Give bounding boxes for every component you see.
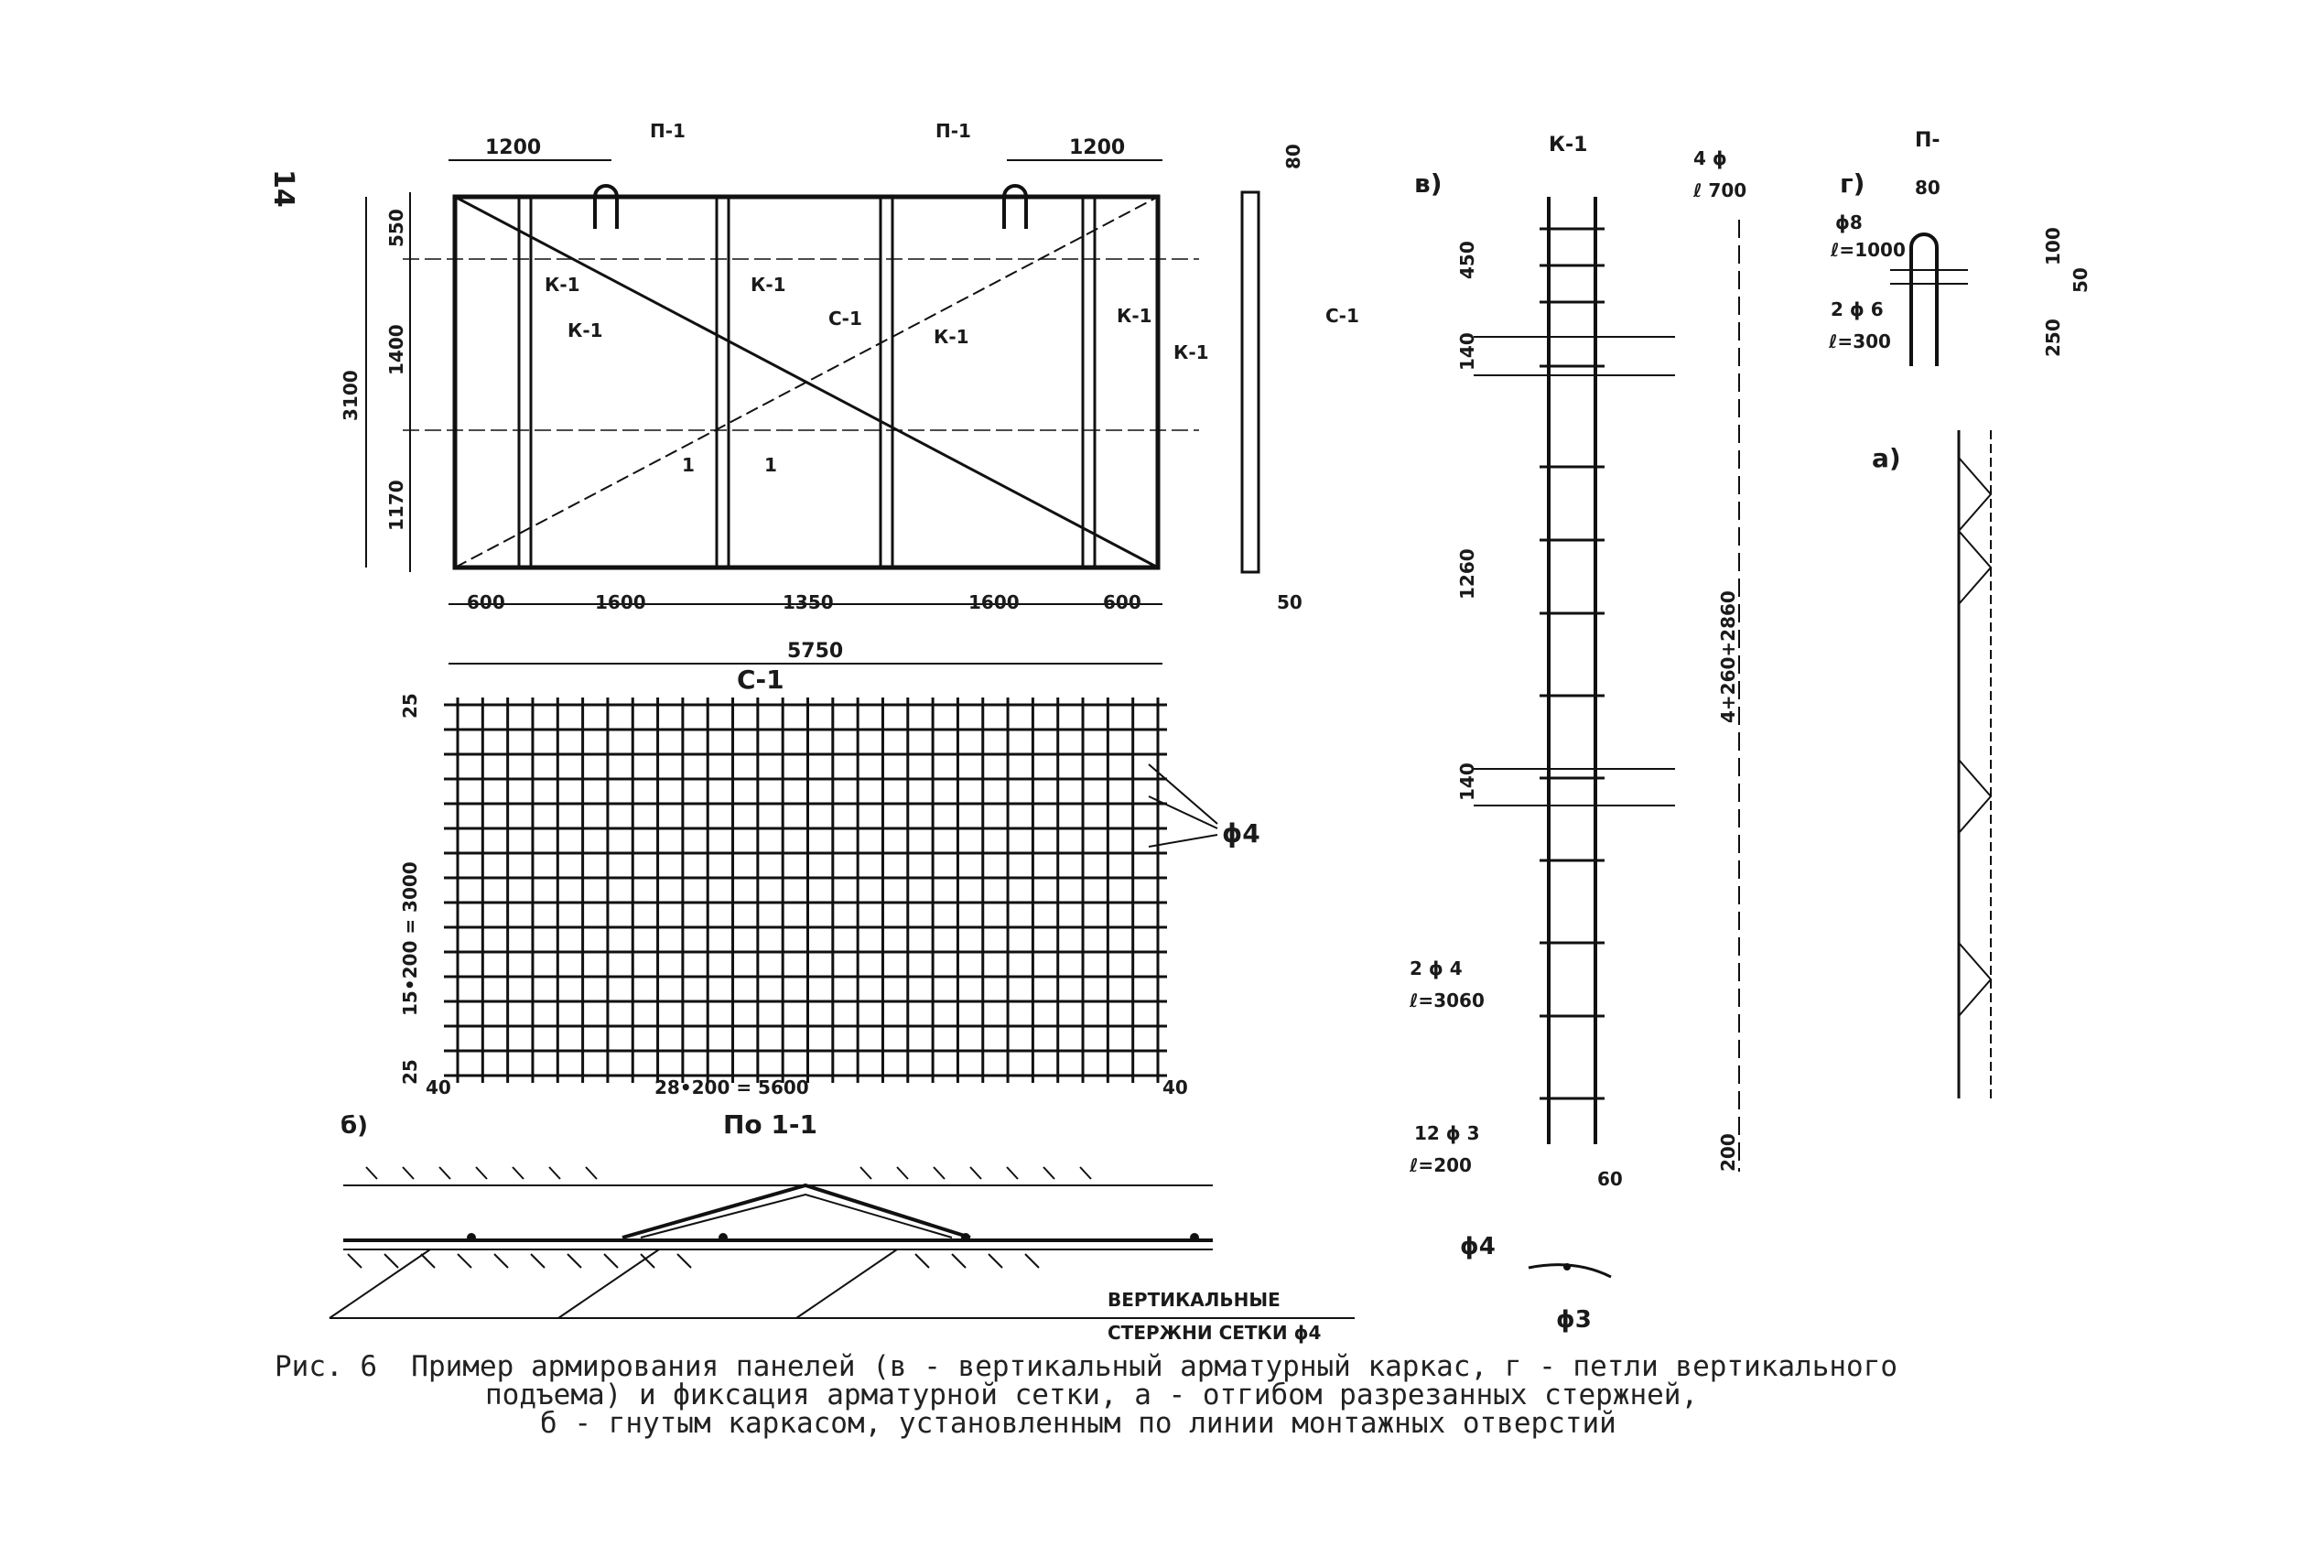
mesh-dim-horiz: 28•200 = 5600 <box>654 1076 809 1098</box>
dim-height-total: 3100 <box>340 370 362 421</box>
frame-bars-spec: 4 ϕ <box>1693 147 1727 169</box>
loop-dim-3: 50 <box>2070 267 2092 293</box>
section-hatching <box>347 1166 1092 1269</box>
frame-tag-5: К-1 <box>545 274 580 296</box>
loop-bar2-len: ℓ=300 <box>1828 330 1891 352</box>
dim-top-left: 1200 <box>485 136 541 159</box>
caption-line-2: подъема) и фиксация арматурной сетки, а … <box>485 1379 1699 1411</box>
dim-left-bottom: 1170 <box>385 480 407 531</box>
section-mark-1: 1 <box>682 454 695 476</box>
mesh-title: С-1 <box>737 665 784 695</box>
frame-callout-a: ϕ4 <box>1460 1233 1496 1260</box>
dim-bottom-3: 1350 <box>783 591 834 613</box>
loop-tag-right: П-1 <box>935 120 971 142</box>
frame-title: К-1 <box>1549 134 1587 157</box>
section-note-line2: СТЕРЖНИ СЕТКИ ϕ4 <box>1108 1322 1321 1344</box>
frame-dim-2: 140 <box>1456 332 1478 371</box>
page-number: 14 <box>267 169 299 208</box>
dim-top-right: 1200 <box>1069 136 1125 159</box>
dim-left-mid: 1400 <box>385 324 407 375</box>
loop-width: 80 <box>1915 177 1940 199</box>
section-letter: б) <box>340 1112 368 1140</box>
mesh-grid <box>444 697 1167 1083</box>
caption-line-1: Рис. 6 Пример армирования панелей (в - в… <box>275 1350 1898 1383</box>
frame-letter: в) <box>1414 168 1443 199</box>
mesh-tag-panel: С-1 <box>828 308 862 330</box>
frame-tag-3: К-1 <box>934 326 969 348</box>
frame-tag-2: К-1 <box>751 274 786 296</box>
mesh-c1: С-1 25 25 15•200 = 3000 28•200 = 5600 40… <box>399 665 1260 1098</box>
section-1-1: б) По 1-1 ВЕРТИКАЛЬ <box>329 1109 1355 1344</box>
loop-bar2: 2 ϕ 6 <box>1831 298 1884 320</box>
mesh-dim-vert: 15•200 = 3000 <box>399 861 421 1016</box>
panel-elevation: 1200 1200 П-1 П-1 550 1400 1170 3100 600… <box>340 120 1359 665</box>
mesh-dim-top: 25 <box>399 693 421 719</box>
section-mark-2: 1 <box>764 454 777 476</box>
a-letter: а) <box>1872 443 1901 473</box>
mesh-bar-callout: ϕ4 <box>1222 818 1260 849</box>
loop-tag-left: П-1 <box>650 120 686 142</box>
frame-tag-right: К-1 <box>1173 341 1209 363</box>
dim-width-total: 5750 <box>787 640 843 663</box>
side-label: С-1 <box>1325 305 1359 327</box>
figure-caption: Рис. 6 Пример армирования панелей (в - в… <box>275 1353 2105 1438</box>
dim-bottom-5: 600 <box>1103 591 1141 613</box>
frame-cross-bars: 12 ϕ 3 <box>1414 1122 1480 1144</box>
loop-detail: г) П- 80 ϕ8 ℓ=1000 2 ϕ 6 ℓ=300 100 250 5… <box>1828 129 2092 366</box>
frame-cross-len: ℓ=200 <box>1409 1154 1472 1176</box>
dim-bottom-2: 1600 <box>595 591 646 613</box>
loop-dim-1: 100 <box>2042 227 2064 265</box>
frame-dim-3: 1260 <box>1456 548 1478 600</box>
mesh-edge-left: 40 <box>426 1076 451 1098</box>
loop-letter: г) <box>1840 168 1865 199</box>
frame-long-len: ℓ=3060 <box>1409 989 1485 1011</box>
frame-bottom: 200 <box>1717 1133 1739 1172</box>
section-note-line1: ВЕРТИКАЛЬНЫЕ <box>1108 1289 1281 1311</box>
frame-long-bars: 2 ϕ 4 <box>1410 957 1463 979</box>
loop-bar1-len: ℓ=1000 <box>1830 239 1906 261</box>
dim-bottom-1: 600 <box>467 591 505 613</box>
mesh-dim-bottom: 25 <box>399 1059 421 1085</box>
side-dim-top: 80 <box>1282 144 1304 169</box>
frame-dim-1: 450 <box>1456 241 1478 279</box>
frame-rungs <box>1540 227 1605 1100</box>
frame-width: 60 <box>1597 1168 1623 1190</box>
dim-bottom-4: 1600 <box>968 591 1020 613</box>
side-dim-bottom: 50 <box>1277 591 1303 613</box>
frame-dim-4: 140 <box>1456 762 1478 801</box>
caption-line-3: б - гнутым каркасом, установленным по ли… <box>540 1407 1616 1440</box>
section-title: По 1-1 <box>723 1109 817 1140</box>
frame-tag-1: К-1 <box>567 319 603 341</box>
loop-dim-2: 250 <box>2042 319 2064 357</box>
frame-bars-len: ℓ 700 <box>1692 179 1746 201</box>
detail-a: а) <box>1872 430 1993 1098</box>
loop-bar1: ϕ8 <box>1835 211 1863 233</box>
frame-total: 4+260+2860 <box>1717 590 1739 723</box>
frame-tag-4: К-1 <box>1117 305 1152 327</box>
frame-detail: в) К-1 4 ϕ ℓ 700 450 140 1260 140 4+260+… <box>1409 134 1746 1334</box>
dim-left-top: 550 <box>385 209 407 247</box>
frame-callout-b: ϕ3 <box>1556 1306 1592 1334</box>
mesh-edge-right: 40 <box>1162 1076 1188 1098</box>
loop-title: П- <box>1915 129 1940 152</box>
